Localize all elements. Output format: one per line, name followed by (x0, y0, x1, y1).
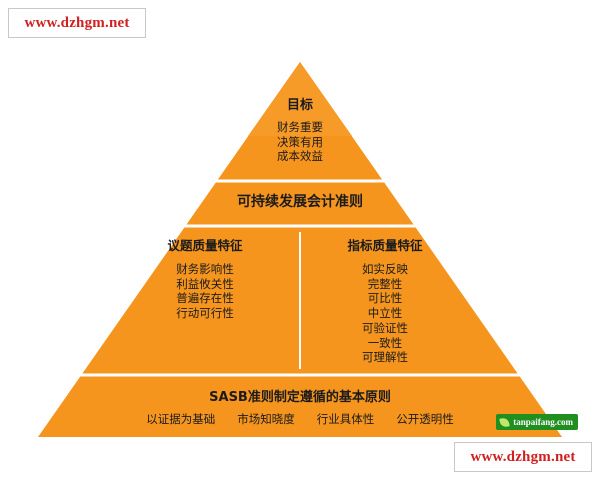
tier-standards-title: 可持续发展会计准则 (237, 194, 363, 210)
tier-quality-right-lines: 如实反映 完整性 可比性 中立性 可验证性 一致性 可理解性 (300, 262, 470, 365)
tier-quality-right-line: 中立性 (367, 306, 403, 321)
tier-quality-right-title: 指标质量特征 (347, 238, 423, 253)
tier-principles-item: 行业具体性 (316, 412, 375, 426)
leaf-icon (499, 417, 510, 428)
tier-quality-left-lines: 财务影响性 利益攸关性 普遍存在性 行动可行性 (120, 262, 290, 321)
tier-principles-item: 公开透明性 (396, 412, 454, 426)
tier-goal-line: 成本效益 (277, 149, 323, 164)
tier-principles-items: 以证据为基础 市场知晓度 行业具体性 公开透明性 (0, 412, 600, 427)
tier-quality-left-line: 财务影响性 (176, 262, 234, 276)
tier-quality-right-line: 完整性 (367, 276, 403, 291)
tier-quality-right-line: 一致性 (367, 335, 403, 350)
tier-principles-title: SASB准则制定遵循的基本原则 (209, 390, 391, 405)
pyramid-apex-shade (248, 62, 352, 136)
tier-goal-lines: 财务重要 决策有用 成本效益 (0, 120, 600, 164)
watermark-top-left-text: www.dzhgm.net (24, 14, 130, 31)
tier-quality-left-title: 议题质量特征 (167, 238, 243, 253)
tier-quality-left-line: 利益攸关性 (176, 276, 234, 291)
watermark-bottom-right: www.dzhgm.net (454, 442, 592, 472)
tier-goal-title: 目标 (286, 98, 313, 113)
tier-quality-left-line: 行动可行性 (176, 306, 234, 321)
source-badge-text: tanpaifang.com (513, 417, 573, 427)
tier-goal-line: 财务重要 (277, 120, 323, 134)
tier-principles-item: 市场知晓度 (237, 412, 295, 426)
watermark-bottom-right-text: www.dzhgm.net (470, 448, 576, 465)
tier-goal-line: 决策有用 (277, 134, 323, 149)
tier-quality-right-line: 如实反映 (362, 262, 408, 276)
source-badge: tanpaifang.com (496, 414, 578, 430)
tier-quality-right-line: 可比性 (367, 291, 403, 306)
tier-quality-right-line: 可验证性 (362, 320, 408, 335)
tier-quality-left-line: 普遍存在性 (176, 291, 234, 306)
tier-quality-right-line: 可理解性 (362, 350, 408, 365)
watermark-top-left: www.dzhgm.net (8, 8, 146, 38)
tier-principles-item: 以证据为基础 (146, 412, 216, 426)
